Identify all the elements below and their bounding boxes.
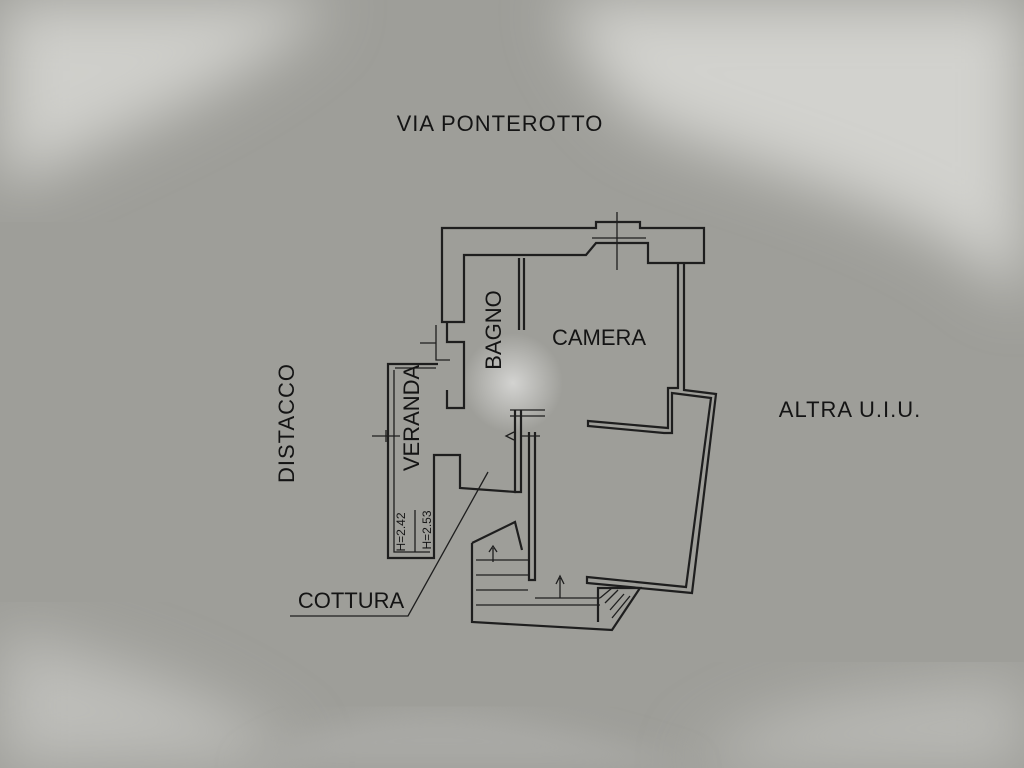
camera-label: CAMERA xyxy=(552,325,646,350)
veranda-label: VERANDA xyxy=(399,364,424,471)
stairs xyxy=(470,520,643,632)
central-wall xyxy=(513,410,537,582)
north-wall xyxy=(440,220,706,324)
bagno-label: BAGNO xyxy=(481,290,506,369)
cottura-label: COTTURA xyxy=(298,588,405,613)
entry-marker xyxy=(592,212,646,270)
camera-east-wall xyxy=(585,263,718,595)
distacco-label: DISTACCO xyxy=(274,363,299,483)
bagno-wall xyxy=(517,258,526,330)
light-glare xyxy=(463,333,563,433)
veranda-wall xyxy=(386,362,517,560)
altra-uiu-label: ALTRA U.I.U. xyxy=(779,397,921,422)
west-wall-upper xyxy=(445,322,466,410)
street-label: VIA PONTEROTTO xyxy=(397,111,604,136)
cottura-leader xyxy=(290,471,489,617)
height-label-1: H=2.42 xyxy=(394,512,408,551)
height-label-2: H=2.53 xyxy=(420,510,434,549)
